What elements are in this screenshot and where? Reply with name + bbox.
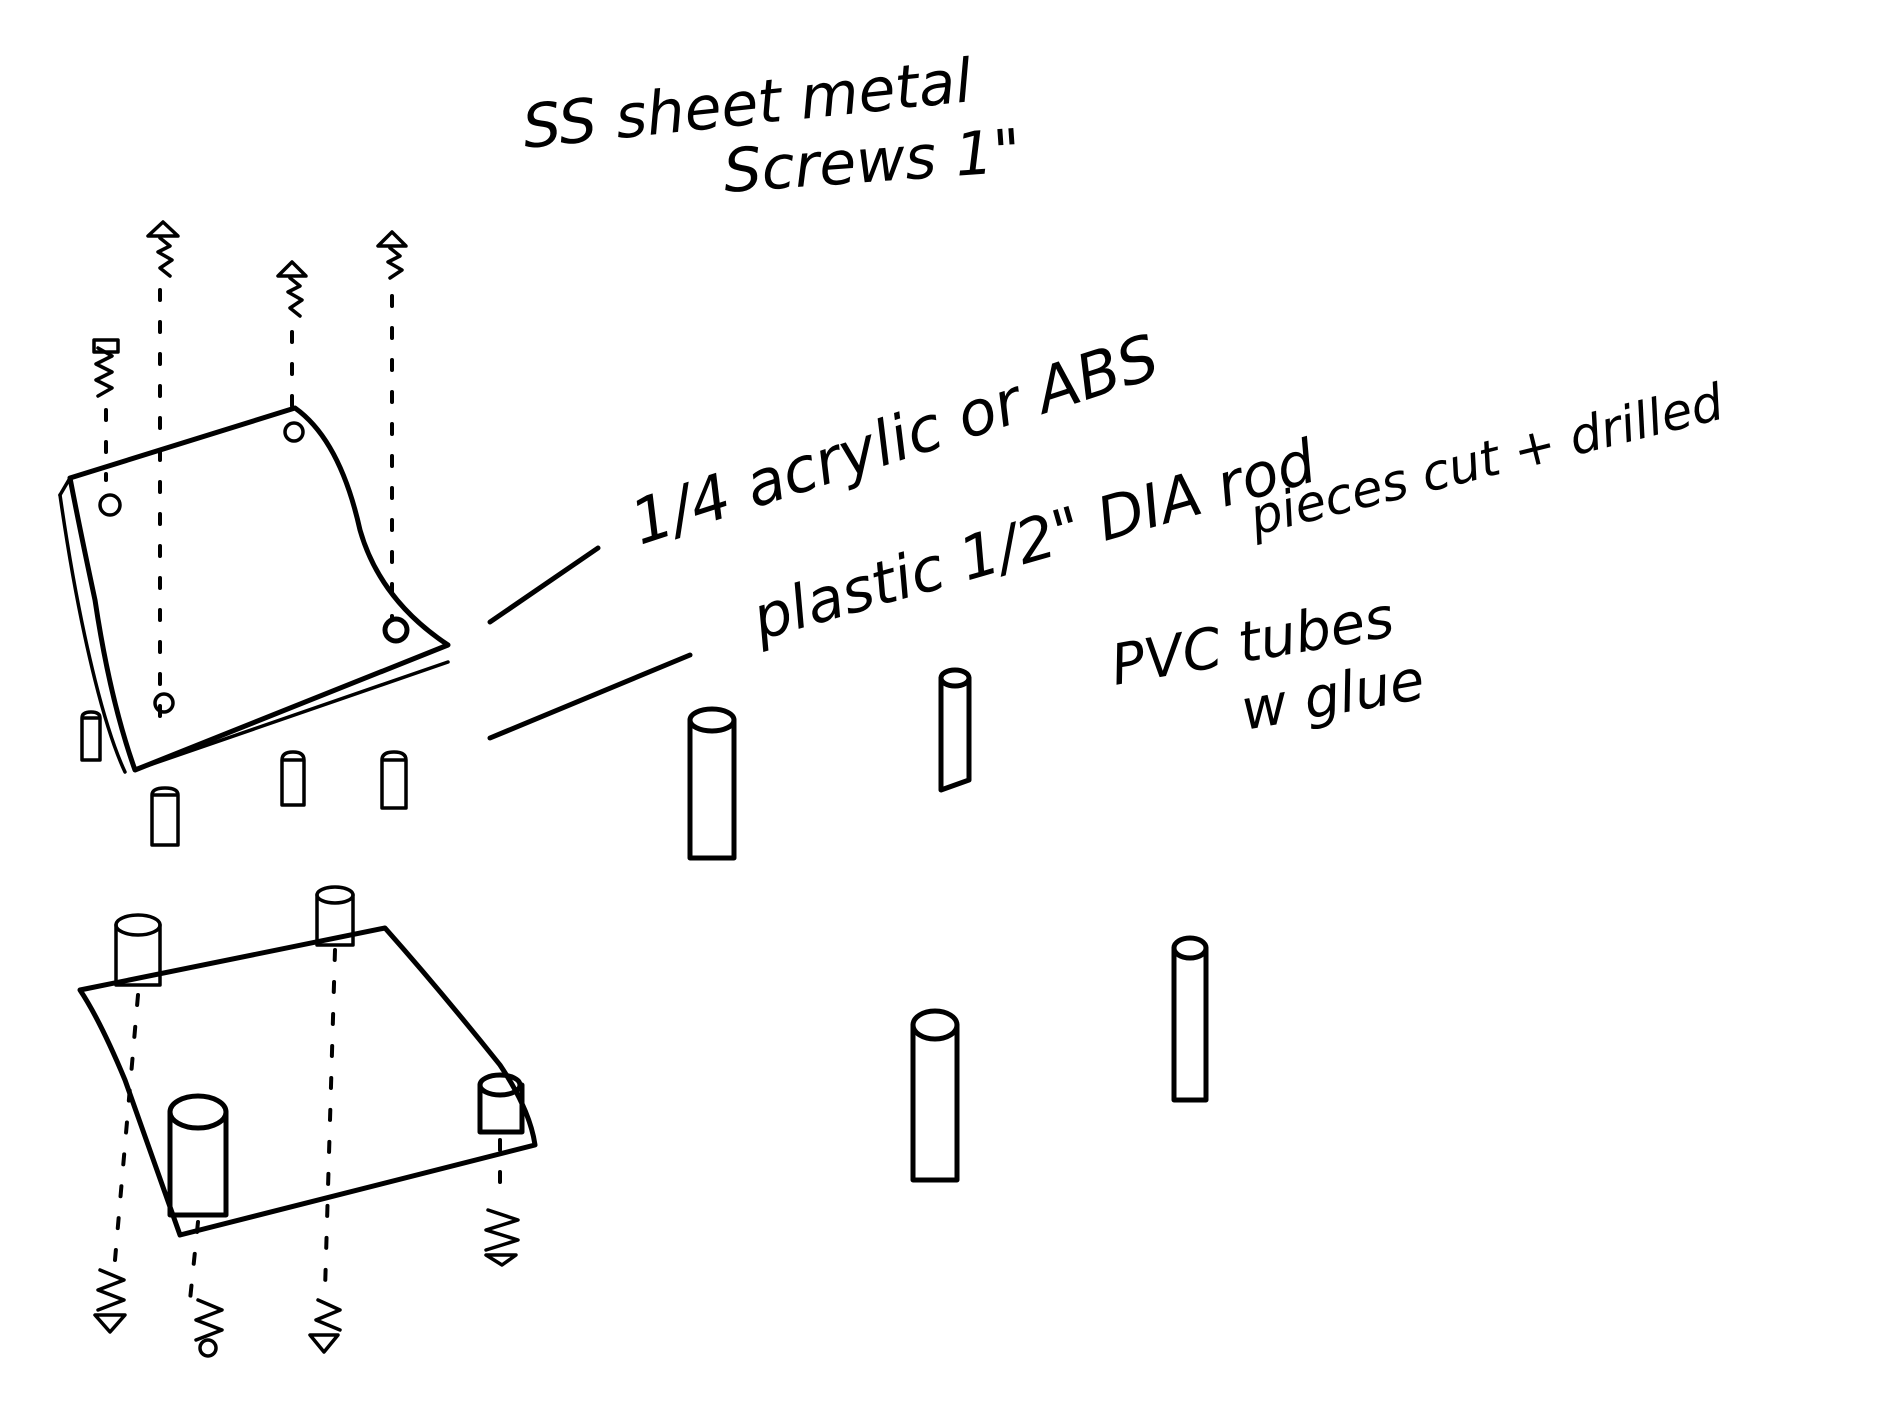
post-icon bbox=[167, 1093, 229, 1218]
post-icon bbox=[114, 913, 162, 987]
post-icon bbox=[315, 885, 355, 947]
bottom-assembly bbox=[77, 885, 538, 1358]
guide-line bbox=[113, 993, 140, 1262]
post-icon bbox=[477, 1072, 525, 1135]
bottom-plate bbox=[77, 925, 538, 1238]
top-assembly bbox=[58, 220, 451, 847]
leader-line-spacers bbox=[487, 652, 693, 741]
guide-line bbox=[323, 948, 337, 1292]
screw-icon bbox=[484, 1208, 520, 1267]
screw-icon bbox=[308, 1298, 342, 1354]
spacer-icon bbox=[380, 750, 408, 810]
spacer-icon bbox=[280, 750, 306, 807]
screw-icon bbox=[194, 1298, 224, 1358]
screw-icon bbox=[146, 220, 180, 278]
screw-icon bbox=[376, 230, 408, 280]
tube-icon bbox=[910, 1008, 960, 1183]
screw-icon bbox=[93, 1268, 127, 1334]
spacer-icon bbox=[80, 710, 102, 762]
screw-icon bbox=[92, 338, 120, 398]
screw-icon bbox=[276, 260, 308, 318]
guide-line bbox=[188, 1220, 200, 1302]
hole-icon bbox=[283, 421, 305, 443]
tube-icon bbox=[938, 667, 972, 793]
hole-icon bbox=[98, 493, 122, 517]
spacer-icon bbox=[150, 786, 180, 847]
label-rod-processing: pieces cut + drilled bbox=[1243, 373, 1729, 547]
tube-icon bbox=[687, 706, 737, 861]
top-plate bbox=[67, 405, 451, 773]
hole-icon bbox=[382, 616, 410, 644]
tube-icon bbox=[1171, 935, 1209, 1103]
leader-line-plate bbox=[487, 545, 601, 625]
hole-icon bbox=[153, 692, 175, 714]
